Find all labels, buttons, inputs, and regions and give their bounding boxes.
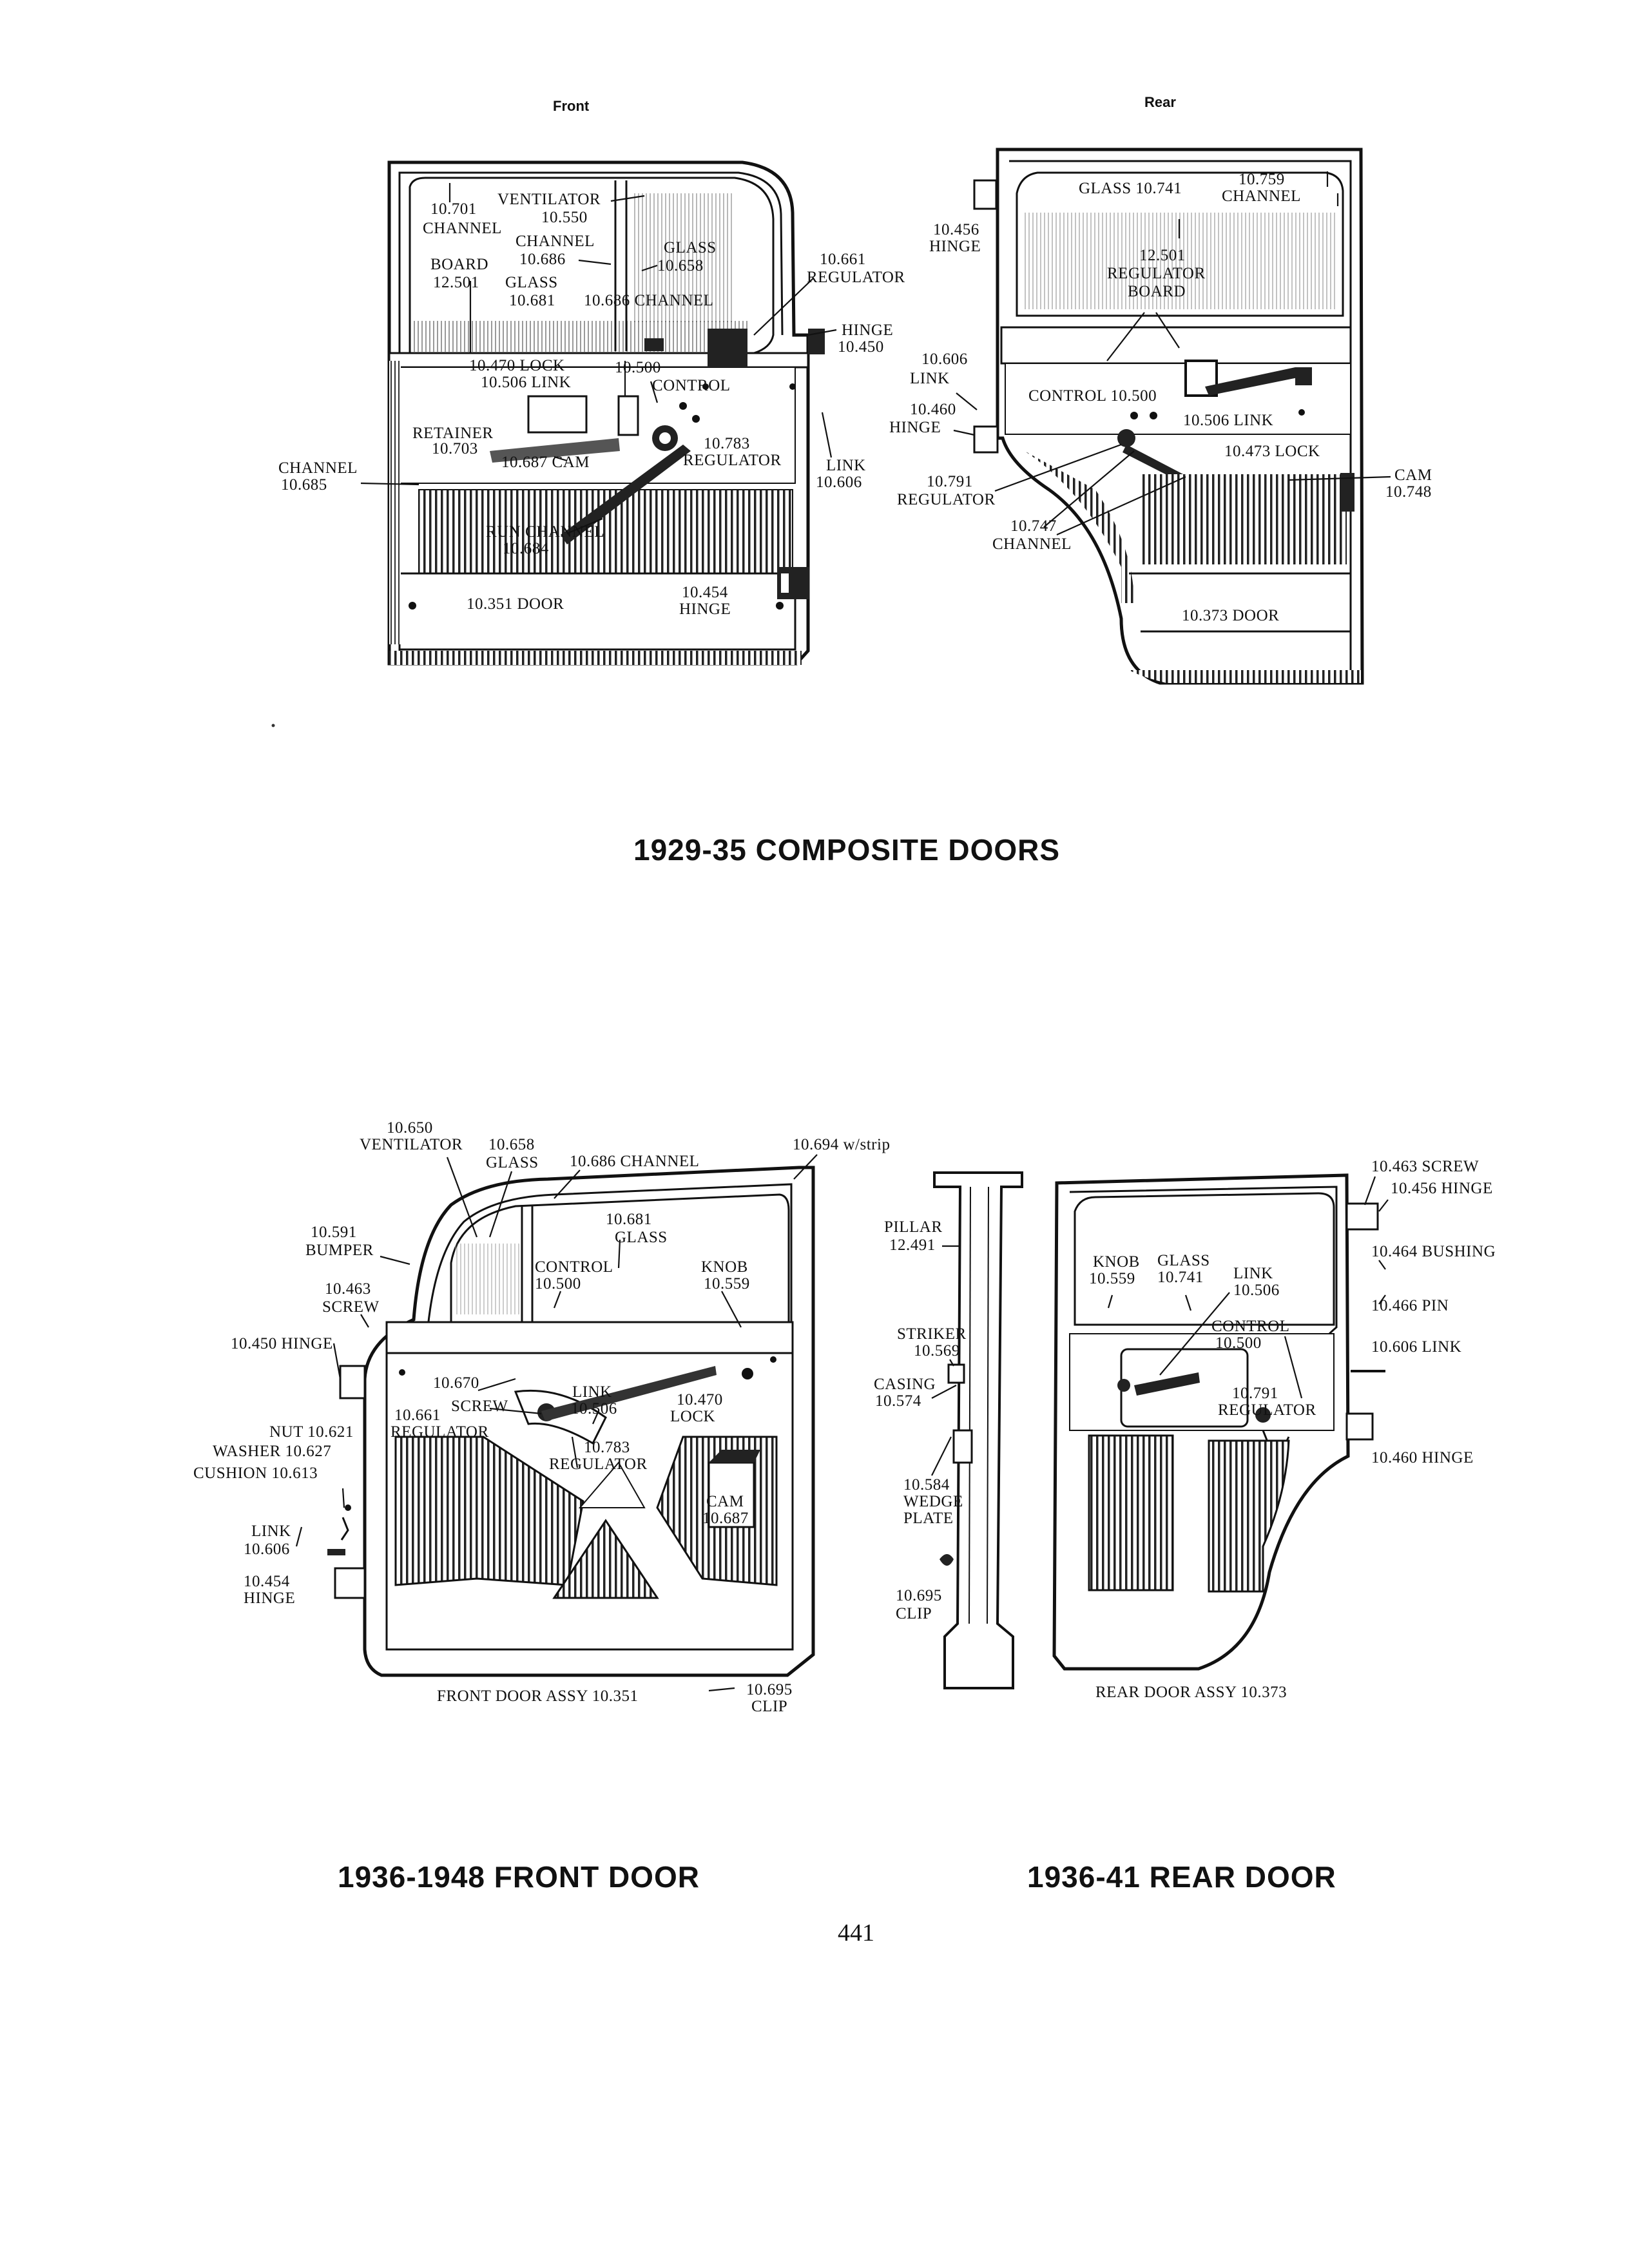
callout-r13: 10.373 DOOR xyxy=(1182,607,1279,624)
callout-f10: 10.450 HINGE xyxy=(231,1335,333,1352)
rear-door-1936-title: 1936-41 REAR DOOR xyxy=(1027,1860,1336,1894)
callout-t13: 10.687 CAM xyxy=(501,454,590,471)
callout-f3: 10.686 CHANNEL xyxy=(570,1153,699,1170)
callout-g12: 10.456 HINGE xyxy=(1391,1180,1493,1197)
callout-f23: FRONT DOOR ASSY 10.351 xyxy=(437,1687,638,1705)
rear-door-1936-drawing xyxy=(933,1171,1385,1689)
stray-dot xyxy=(271,724,275,727)
callout-f11: 10.670 xyxy=(433,1374,479,1392)
callout-f18: CUSHION 10.613 xyxy=(193,1465,318,1482)
callout-g15: 10.606 LINK xyxy=(1371,1338,1461,1356)
front-door-1936-drawing xyxy=(327,1166,815,1677)
callout-g13: 10.464 BUSHING xyxy=(1371,1243,1496,1260)
callout-g11: 10.463 SCREW xyxy=(1371,1158,1479,1175)
callout-f14: SCREW xyxy=(451,1398,508,1415)
rear-door-1929-drawing: Rear xyxy=(973,94,1364,685)
callout-g14: 10.466 PIN xyxy=(1371,1297,1449,1314)
callout-r1: GLASS 10.741 xyxy=(1079,180,1182,197)
callout-f16: NUT 10.621 xyxy=(269,1423,354,1441)
callout-t18: 10.351 DOOR xyxy=(467,595,564,613)
callout-t7: 10.686 CHANNEL xyxy=(584,292,713,309)
callout-f4: 10.694 w/strip xyxy=(793,1136,890,1153)
front-door-1936-leaders xyxy=(295,1154,818,1692)
front-view-label: Front xyxy=(553,98,590,114)
callout-r8: 10.506 LINK xyxy=(1183,412,1273,429)
callout-r6: CONTROL 10.500 xyxy=(1028,387,1157,405)
callout-g16: 10.460 HINGE xyxy=(1371,1449,1474,1466)
composite-doors-title: 1929-35 COMPOSITE DOORS xyxy=(633,833,1061,867)
rear-door-1936-leaders xyxy=(931,1176,1389,1476)
rear-view-label: Rear xyxy=(1144,94,1176,110)
front-door-1929-drawing: Front xyxy=(387,98,825,666)
rear-door-1929-leaders xyxy=(953,171,1391,536)
callout-g17: REAR DOOR ASSY 10.373 xyxy=(1095,1684,1287,1701)
callout-f17: WASHER 10.627 xyxy=(213,1443,331,1460)
page-number: 441 xyxy=(838,1919,874,1946)
front-door-1936-title: 1936-1948 FRONT DOOR xyxy=(338,1860,700,1894)
callout-r9: 10.473 LOCK xyxy=(1224,443,1320,460)
front-door-1929-leaders xyxy=(360,183,837,535)
